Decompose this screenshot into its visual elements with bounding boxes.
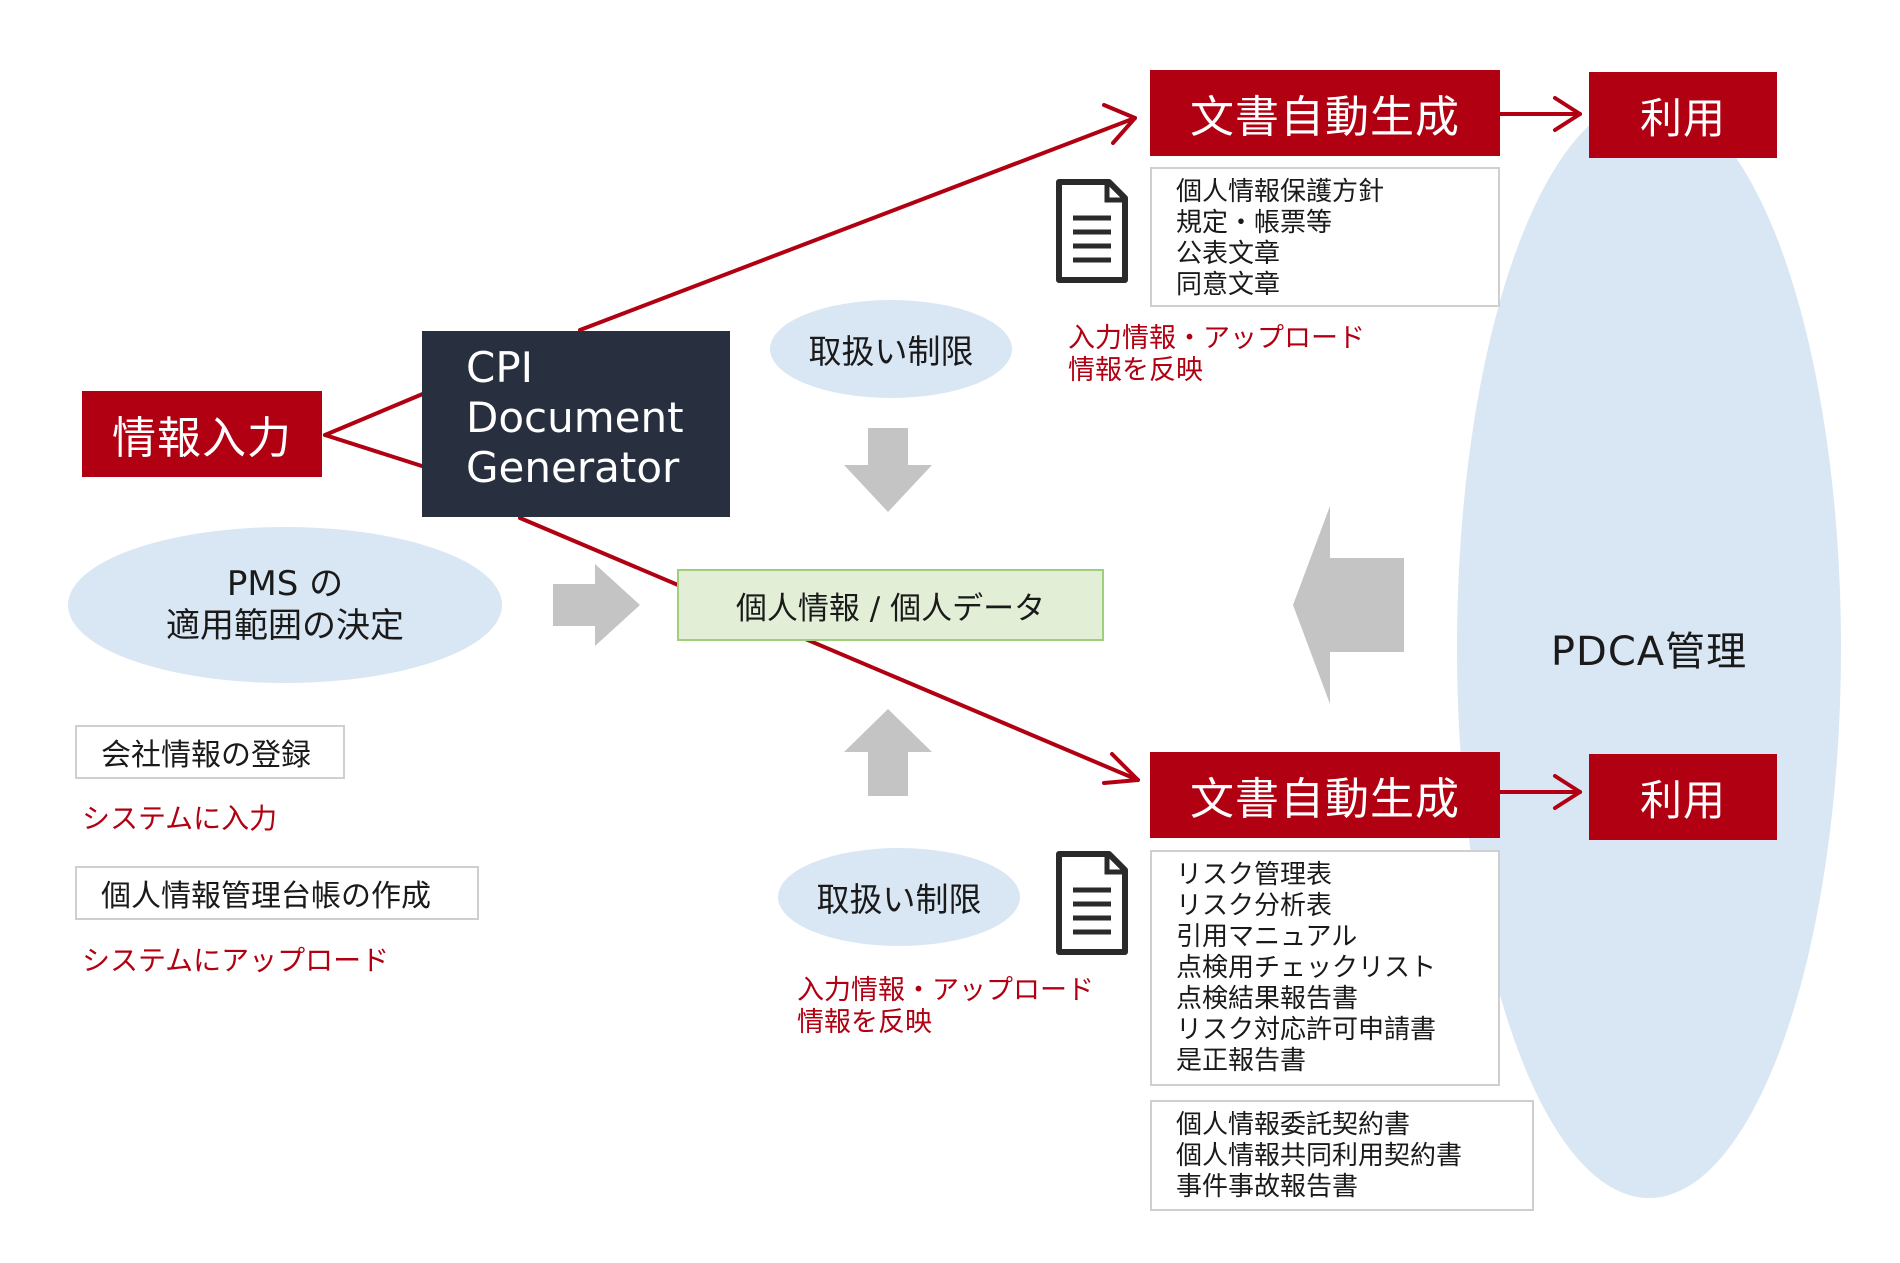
arrow-left-gray-large xyxy=(1293,506,1404,704)
pdca-label: PDCA管理 xyxy=(1550,629,1748,675)
bottom-doc-item: 点検結果報告書 xyxy=(1176,984,1359,1014)
bottom-doc-item: 是正報告書 xyxy=(1176,1046,1307,1076)
reflect-bottom-line1: 入力情報・アップロード xyxy=(797,975,1094,1006)
use-top-box: 利用 xyxy=(1589,72,1777,158)
extra-doc-item: 個人情報委託契約書 xyxy=(1176,1110,1411,1140)
system-upload-label: システムにアップロード xyxy=(82,944,390,977)
ledger-box: 個人情報管理台帳の作成 xyxy=(75,866,479,920)
extra-doc-item: 事件事故報告書 xyxy=(1176,1172,1359,1202)
use-bottom-label: 利用 xyxy=(1639,775,1726,825)
info-input-label: 情報入力 xyxy=(112,413,292,464)
system-upload-note: システムにアップロード xyxy=(82,945,389,977)
arrow-down-gray xyxy=(844,428,932,512)
reflect-bottom-note: 入力情報・アップロード 情報を反映 xyxy=(797,975,1094,1039)
arrow-up-gray xyxy=(844,709,932,796)
bottom-doc-item: リスク管理表 xyxy=(1176,860,1333,890)
system-input-note: システムに入力 xyxy=(82,803,277,835)
arrowhead-use-bottom xyxy=(1553,774,1582,810)
reflect-bottom-line2: 情報を反映 xyxy=(797,1007,932,1038)
bottom-doc-item: 点検用チェックリスト xyxy=(1176,953,1437,983)
generator-line3: Generator xyxy=(466,443,680,492)
restriction-ellipse-top: 取扱い制限 xyxy=(770,300,1012,398)
ledger-label: 個人情報管理台帳の作成 xyxy=(101,879,431,914)
top-doc-item: 同意文章 xyxy=(1176,270,1281,300)
company-info-label: 会社情報の登録 xyxy=(101,738,311,773)
reflect-top-line2: 情報を反映 xyxy=(1068,355,1203,386)
pms-line2: 適用範囲の決定 xyxy=(166,606,404,646)
doc-gen-bottom-box: 文書自動生成 xyxy=(1150,752,1500,838)
generator-box: CPI Document Generator xyxy=(422,331,730,517)
generator-line1: CPI xyxy=(466,343,534,392)
top-doc-item: 規定・帳票等 xyxy=(1176,208,1333,238)
doc-gen-top-box: 文書自動生成 xyxy=(1150,70,1500,156)
extra-doc-item: 個人情報共同利用契約書 xyxy=(1176,1141,1463,1171)
bottom-doc-item: リスク分析表 xyxy=(1176,891,1333,921)
top-doc-item: 公表文章 xyxy=(1176,239,1281,269)
extra-docs-list: 個人情報委託契約書 個人情報共同利用契約書 事件事故報告書 xyxy=(1150,1100,1534,1211)
pms-line1: PMS の xyxy=(226,564,344,604)
restriction-ellipse-bottom: 取扱い制限 xyxy=(778,848,1020,946)
company-info-box: 会社情報の登録 xyxy=(75,725,345,779)
pms-ellipse: PMS の 適用範囲の決定 xyxy=(68,527,502,683)
arrowhead-bottom-docgen xyxy=(1102,752,1140,785)
personal-data-label: 個人情報 / 個人データ xyxy=(735,590,1046,627)
restriction-bottom-label: 取扱い制限 xyxy=(816,880,982,919)
arrowhead-use-top xyxy=(1553,96,1582,132)
document-icon xyxy=(1055,178,1129,284)
system-input-label: システムに入力 xyxy=(82,802,278,835)
connector-to-top-docgen xyxy=(578,116,1137,332)
arrowhead-top-docgen xyxy=(1102,103,1137,145)
doc-gen-top-label: 文書自動生成 xyxy=(1190,92,1460,143)
connector-input-upper xyxy=(323,391,427,437)
pdca-ellipse: PDCA管理 xyxy=(1457,98,1841,1198)
generator-line2: Document xyxy=(466,393,684,442)
top-doc-item: 個人情報保護方針 xyxy=(1176,177,1385,207)
personal-data-box: 個人情報 / 個人データ xyxy=(677,569,1104,641)
connector-input-lower xyxy=(323,433,427,469)
reflect-top-note: 入力情報・アップロード 情報を反映 xyxy=(1068,323,1365,387)
document-icon xyxy=(1055,850,1129,956)
bottom-doc-item: リスク対応許可申請書 xyxy=(1176,1015,1437,1045)
info-input-box: 情報入力 xyxy=(82,391,322,477)
doc-gen-bottom-label: 文書自動生成 xyxy=(1190,774,1460,825)
connector-to-bottom-docgen xyxy=(518,516,1140,782)
reflect-top-line1: 入力情報・アップロード xyxy=(1068,323,1365,354)
restriction-top-label: 取扱い制限 xyxy=(808,332,974,371)
bottom-docs-list: リスク管理表 リスク分析表 引用マニュアル 点検用チェックリスト 点検結果報告書… xyxy=(1150,850,1500,1086)
top-docs-list: 個人情報保護方針 規定・帳票等 公表文章 同意文章 xyxy=(1150,167,1500,307)
use-bottom-box: 利用 xyxy=(1589,754,1777,840)
arrow-right-gray xyxy=(553,564,640,646)
use-top-label: 利用 xyxy=(1639,93,1726,143)
bottom-doc-item: 引用マニュアル xyxy=(1176,922,1358,952)
